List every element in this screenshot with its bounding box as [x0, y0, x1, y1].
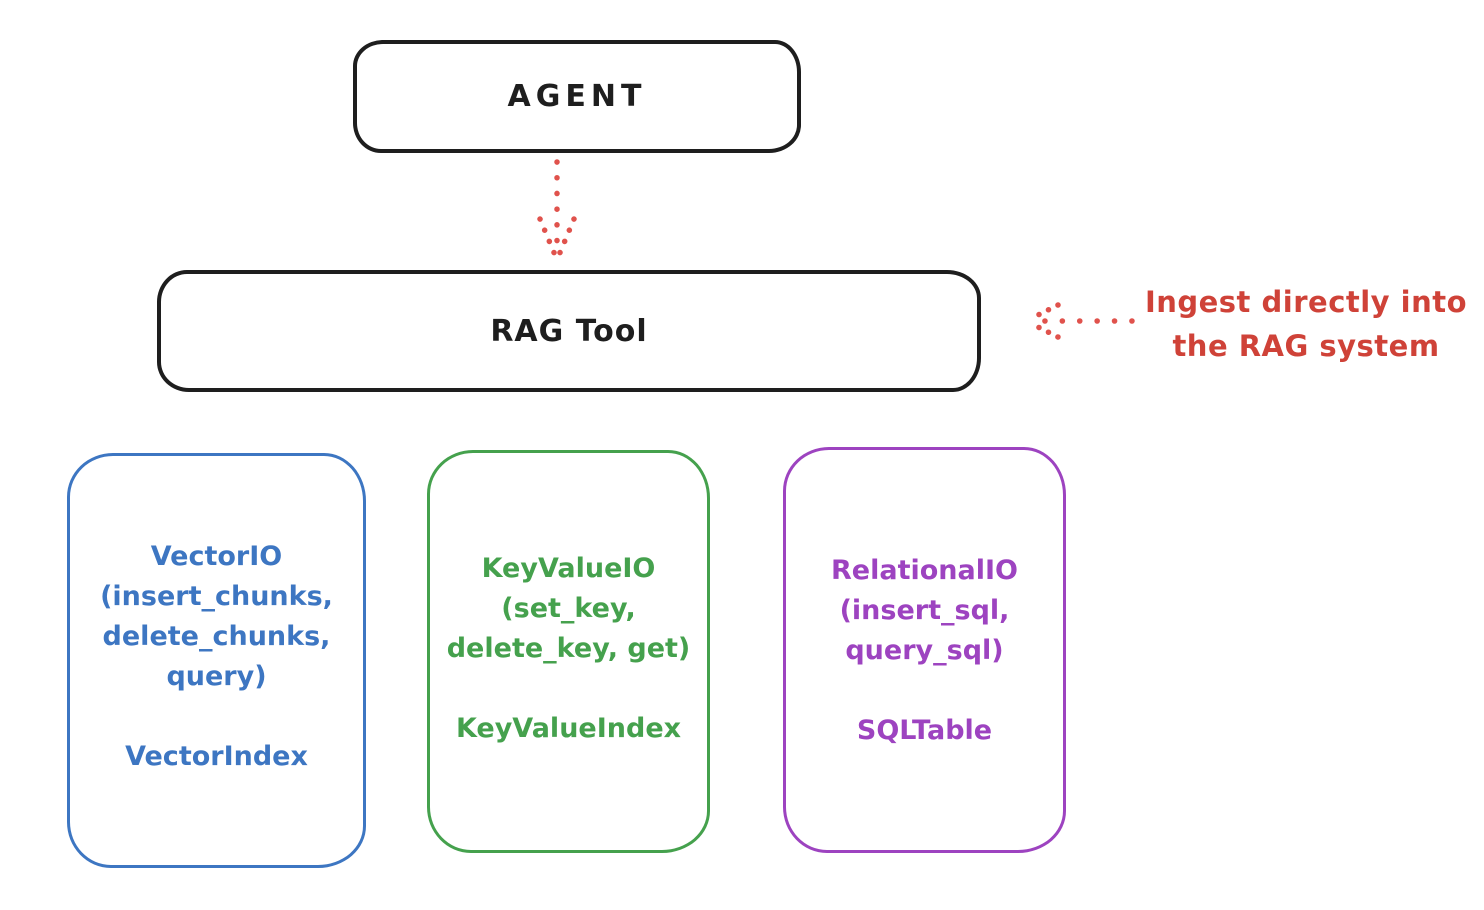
rag-tool-box: RAG Tool	[157, 270, 981, 392]
ingest-annotation-line-2: the RAG system	[1172, 329, 1440, 363]
relational-io-line-3: query_sql)	[845, 635, 1004, 666]
ingest-annotation-line-1: Ingest directly into	[1144, 285, 1468, 319]
agent-box-label: AGENT	[507, 79, 647, 114]
vector-index-label: VectorIndex	[125, 741, 308, 772]
agent-to-rag-dotted-arrow-icon	[537, 159, 577, 259]
agent-box: AGENT	[353, 40, 801, 153]
ingest-annotation-dotted-arrow-icon	[1025, 302, 1135, 340]
rag-tool-box-label: RAG Tool	[490, 313, 648, 349]
key-value-index-label: KeyValueIndex	[455, 713, 682, 744]
relational-io-line-1: RelationalIO	[831, 555, 1018, 586]
vector-io-line-1: VectorIO	[150, 541, 283, 572]
arrow-head-bottom	[1027, 320, 1061, 340]
arrow-head-left	[537, 216, 558, 258]
arrow-head-right	[556, 216, 577, 258]
arrow-head-top	[1027, 302, 1061, 322]
sql-table-label: SQLTable	[856, 715, 993, 746]
vector-io-box: VectorIO (insert_chunks, delete_chunks, …	[67, 453, 366, 868]
vector-io-line-4: query)	[166, 661, 267, 692]
key-value-io-line-1: KeyValueIO	[481, 553, 656, 584]
relational-io-line-2: (insert_sql,	[839, 595, 1010, 626]
ingest-annotation: Ingest directly into the RAG system	[1128, 280, 1484, 368]
key-value-io-line-3: delete_key, get)	[446, 633, 691, 664]
vector-io-line-3: delete_chunks,	[102, 621, 331, 652]
relational-io-box: RelationalIO (insert_sql, query_sql) SQL…	[783, 447, 1066, 853]
key-value-io-box: KeyValueIO (set_key, delete_key, get) Ke…	[427, 450, 710, 853]
vector-io-line-2: (insert_chunks,	[100, 581, 333, 612]
key-value-io-line-2: (set_key,	[501, 593, 636, 624]
